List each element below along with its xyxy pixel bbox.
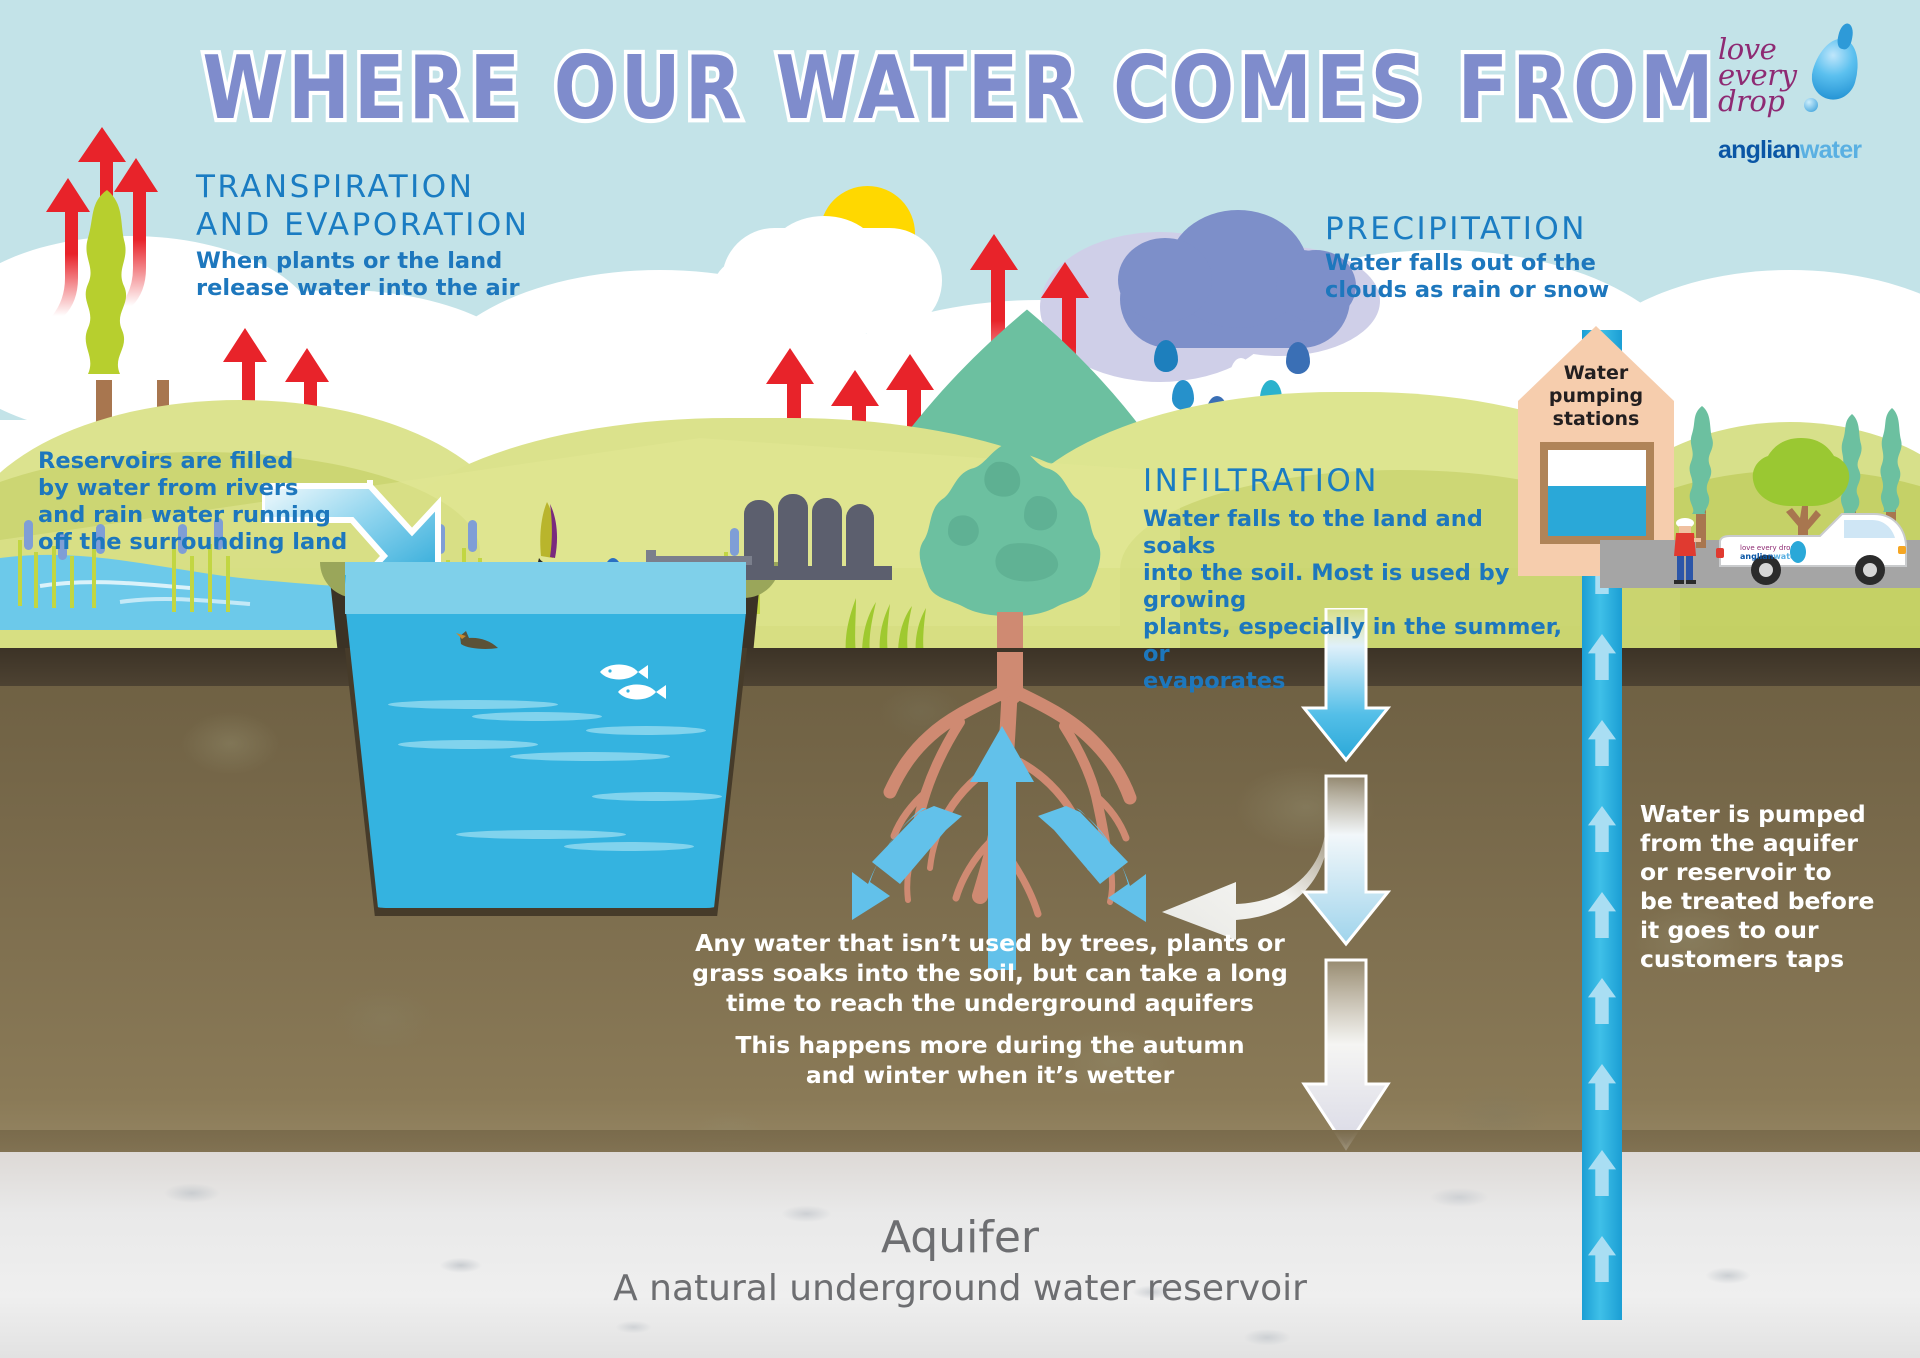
svg-text:anglianwater: anglianwater (1740, 552, 1799, 561)
page-title: WHERE OUR WATER COMES FROM (199, 34, 1718, 144)
reed (18, 540, 22, 606)
factory-tank (744, 500, 774, 578)
conifer-tree-icon (1689, 406, 1713, 514)
pumped-body: Water is pumped from the aquifer or rese… (1640, 800, 1875, 973)
pumping-station-tank-water (1548, 486, 1646, 536)
water-wave (592, 792, 722, 801)
conifer-tree-icon (1880, 408, 1902, 512)
transpiration-body: When plants or the land release water in… (196, 248, 520, 301)
road-left (1600, 540, 1720, 588)
bird-icon (456, 631, 498, 649)
reed (208, 544, 212, 612)
cattail (214, 518, 223, 550)
logo-tagline-line3: drop (1718, 84, 1785, 118)
cattail (468, 520, 477, 552)
infiltration-body: Water falls to the land and soaks into t… (1143, 506, 1563, 694)
fish-icon (618, 684, 666, 700)
uptake-arrows (852, 726, 1146, 970)
soak-body-2: This happens more during the autumn and … (735, 1031, 1245, 1089)
tree-icon (1752, 438, 1850, 506)
logo-tagline-line2: every (1718, 58, 1797, 92)
rain-cloud-lobe-3 (1276, 250, 1356, 322)
water-wave (456, 830, 626, 839)
raindrop-icon (1286, 342, 1310, 374)
tree-icon (919, 442, 1101, 616)
anglian-water-logo: love every drop anglianwater (1718, 32, 1898, 176)
transpiration-heading: TRANSPIRATION AND EVAPORATION (196, 169, 530, 243)
precipitation-heading: PRECIPITATION (1325, 211, 1587, 247)
infiltration-heading: INFILTRATION (1143, 463, 1379, 499)
logo-brand-water: water (1799, 136, 1862, 164)
cloud-lobe-2 (840, 246, 940, 326)
runoff-inflow-arrow-icon (262, 480, 441, 587)
water-wave (510, 752, 670, 761)
infiltration-arrows (1300, 608, 1392, 1151)
soak-body-1: Any water that isn’t used by trees, plan… (692, 929, 1288, 1017)
reed (190, 556, 194, 612)
reservoirs-body: Reservoirs are filled by water from rive… (38, 448, 348, 555)
raindrop-icon (1230, 358, 1252, 388)
water-wave (586, 726, 706, 735)
treatment-works-icon (646, 494, 902, 580)
factory-tank (812, 498, 842, 578)
reed (70, 556, 74, 608)
factory-pipe (652, 556, 752, 565)
aquifer-title: Aquifer (880, 1212, 1040, 1263)
svg-text:love every drop: love every drop (1740, 544, 1795, 552)
logo-tagline-line1: love (1718, 32, 1777, 66)
water-wave (388, 700, 558, 709)
cloud-lobe-3 (712, 254, 804, 330)
cattail (24, 520, 33, 550)
cattail (178, 524, 187, 554)
precipitation-body: Water falls out of the clouds as rain or… (1325, 250, 1610, 303)
logo-brand-anglian: anglian (1718, 136, 1801, 164)
reed (172, 548, 176, 612)
evaporation-arrows-sun (970, 234, 1089, 417)
raindrop-icon (1154, 340, 1178, 372)
reed (226, 556, 230, 612)
factory-base (742, 566, 892, 580)
water-drop-small-icon (1804, 98, 1818, 112)
cattail (58, 534, 67, 560)
raindrop-icon (1172, 380, 1194, 410)
factory-valve (646, 550, 656, 572)
grass-tuft (845, 598, 926, 654)
cattail (96, 524, 105, 554)
rain-cloud-lobe-2 (1118, 238, 1212, 322)
reed (92, 548, 96, 608)
worker-icon (1674, 518, 1701, 584)
aquifer-subtitle: A natural underground water reservoir (613, 1268, 1307, 1309)
lateral-flow-arrow-icon (1162, 820, 1330, 940)
reed (52, 546, 56, 608)
reservoir-surface-band (346, 562, 746, 614)
conifer-tree-icon (85, 190, 127, 374)
service-van-icon: love every drop anglianwater (1716, 513, 1907, 585)
factory-tank (846, 504, 874, 578)
water-wave (472, 712, 602, 721)
factory-tank (778, 494, 808, 578)
tree-trunk (1786, 506, 1821, 554)
cattail (730, 528, 739, 556)
logo-brandmark: anglianwater (1718, 136, 1862, 165)
tree-trunk (1696, 508, 1706, 548)
water-wave (564, 842, 694, 851)
fish-icon (600, 664, 648, 680)
pumping-station-label: Water pumping stations (1548, 362, 1644, 430)
reed (34, 552, 38, 608)
water-wave (398, 740, 538, 749)
